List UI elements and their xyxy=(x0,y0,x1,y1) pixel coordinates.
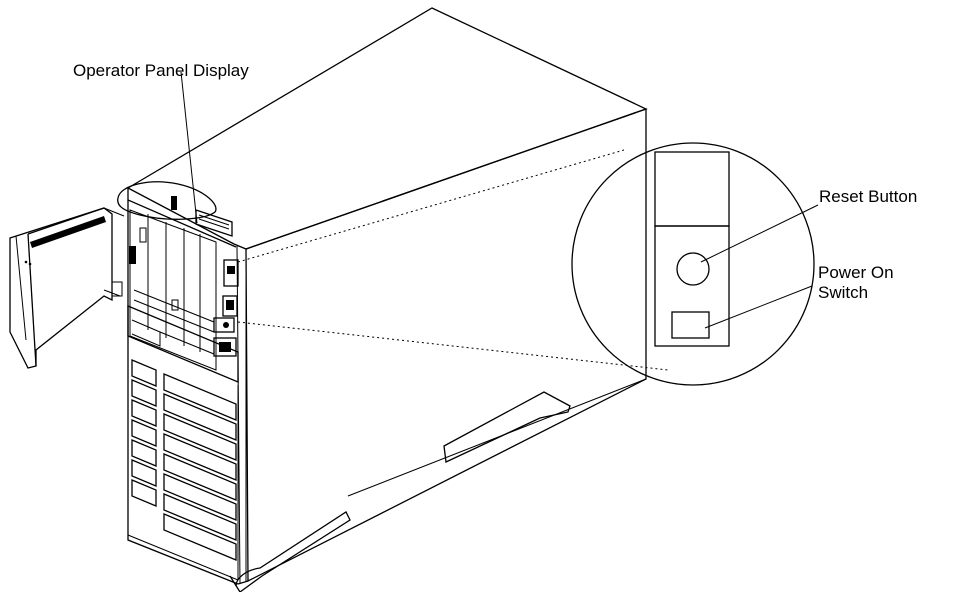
tower-side-face xyxy=(245,108,647,583)
label-operator-panel-display: Operator Panel Display xyxy=(73,61,249,80)
reset-button-graphic xyxy=(676,252,710,286)
front-door xyxy=(9,207,125,369)
label-switch: Switch xyxy=(818,283,868,302)
label-power-on: Power On xyxy=(818,263,894,282)
front-vent-grille xyxy=(127,345,239,581)
base-foot-rear xyxy=(443,391,571,463)
operator-panel-lip xyxy=(117,181,217,220)
operator-panel-controls xyxy=(213,244,239,357)
panel-callout xyxy=(180,71,819,386)
drive-bay-area xyxy=(129,209,217,371)
server-tower xyxy=(9,7,648,593)
panel-bottom-section xyxy=(654,225,730,347)
label-reset-button: Reset Button xyxy=(819,187,917,206)
operator-panel-display xyxy=(195,209,233,237)
base-foot-front xyxy=(235,511,351,593)
panel-top-section xyxy=(654,151,730,227)
front-ledge xyxy=(127,305,239,383)
magnified-panel-circle xyxy=(571,142,815,386)
power-on-switch-graphic xyxy=(671,311,710,339)
